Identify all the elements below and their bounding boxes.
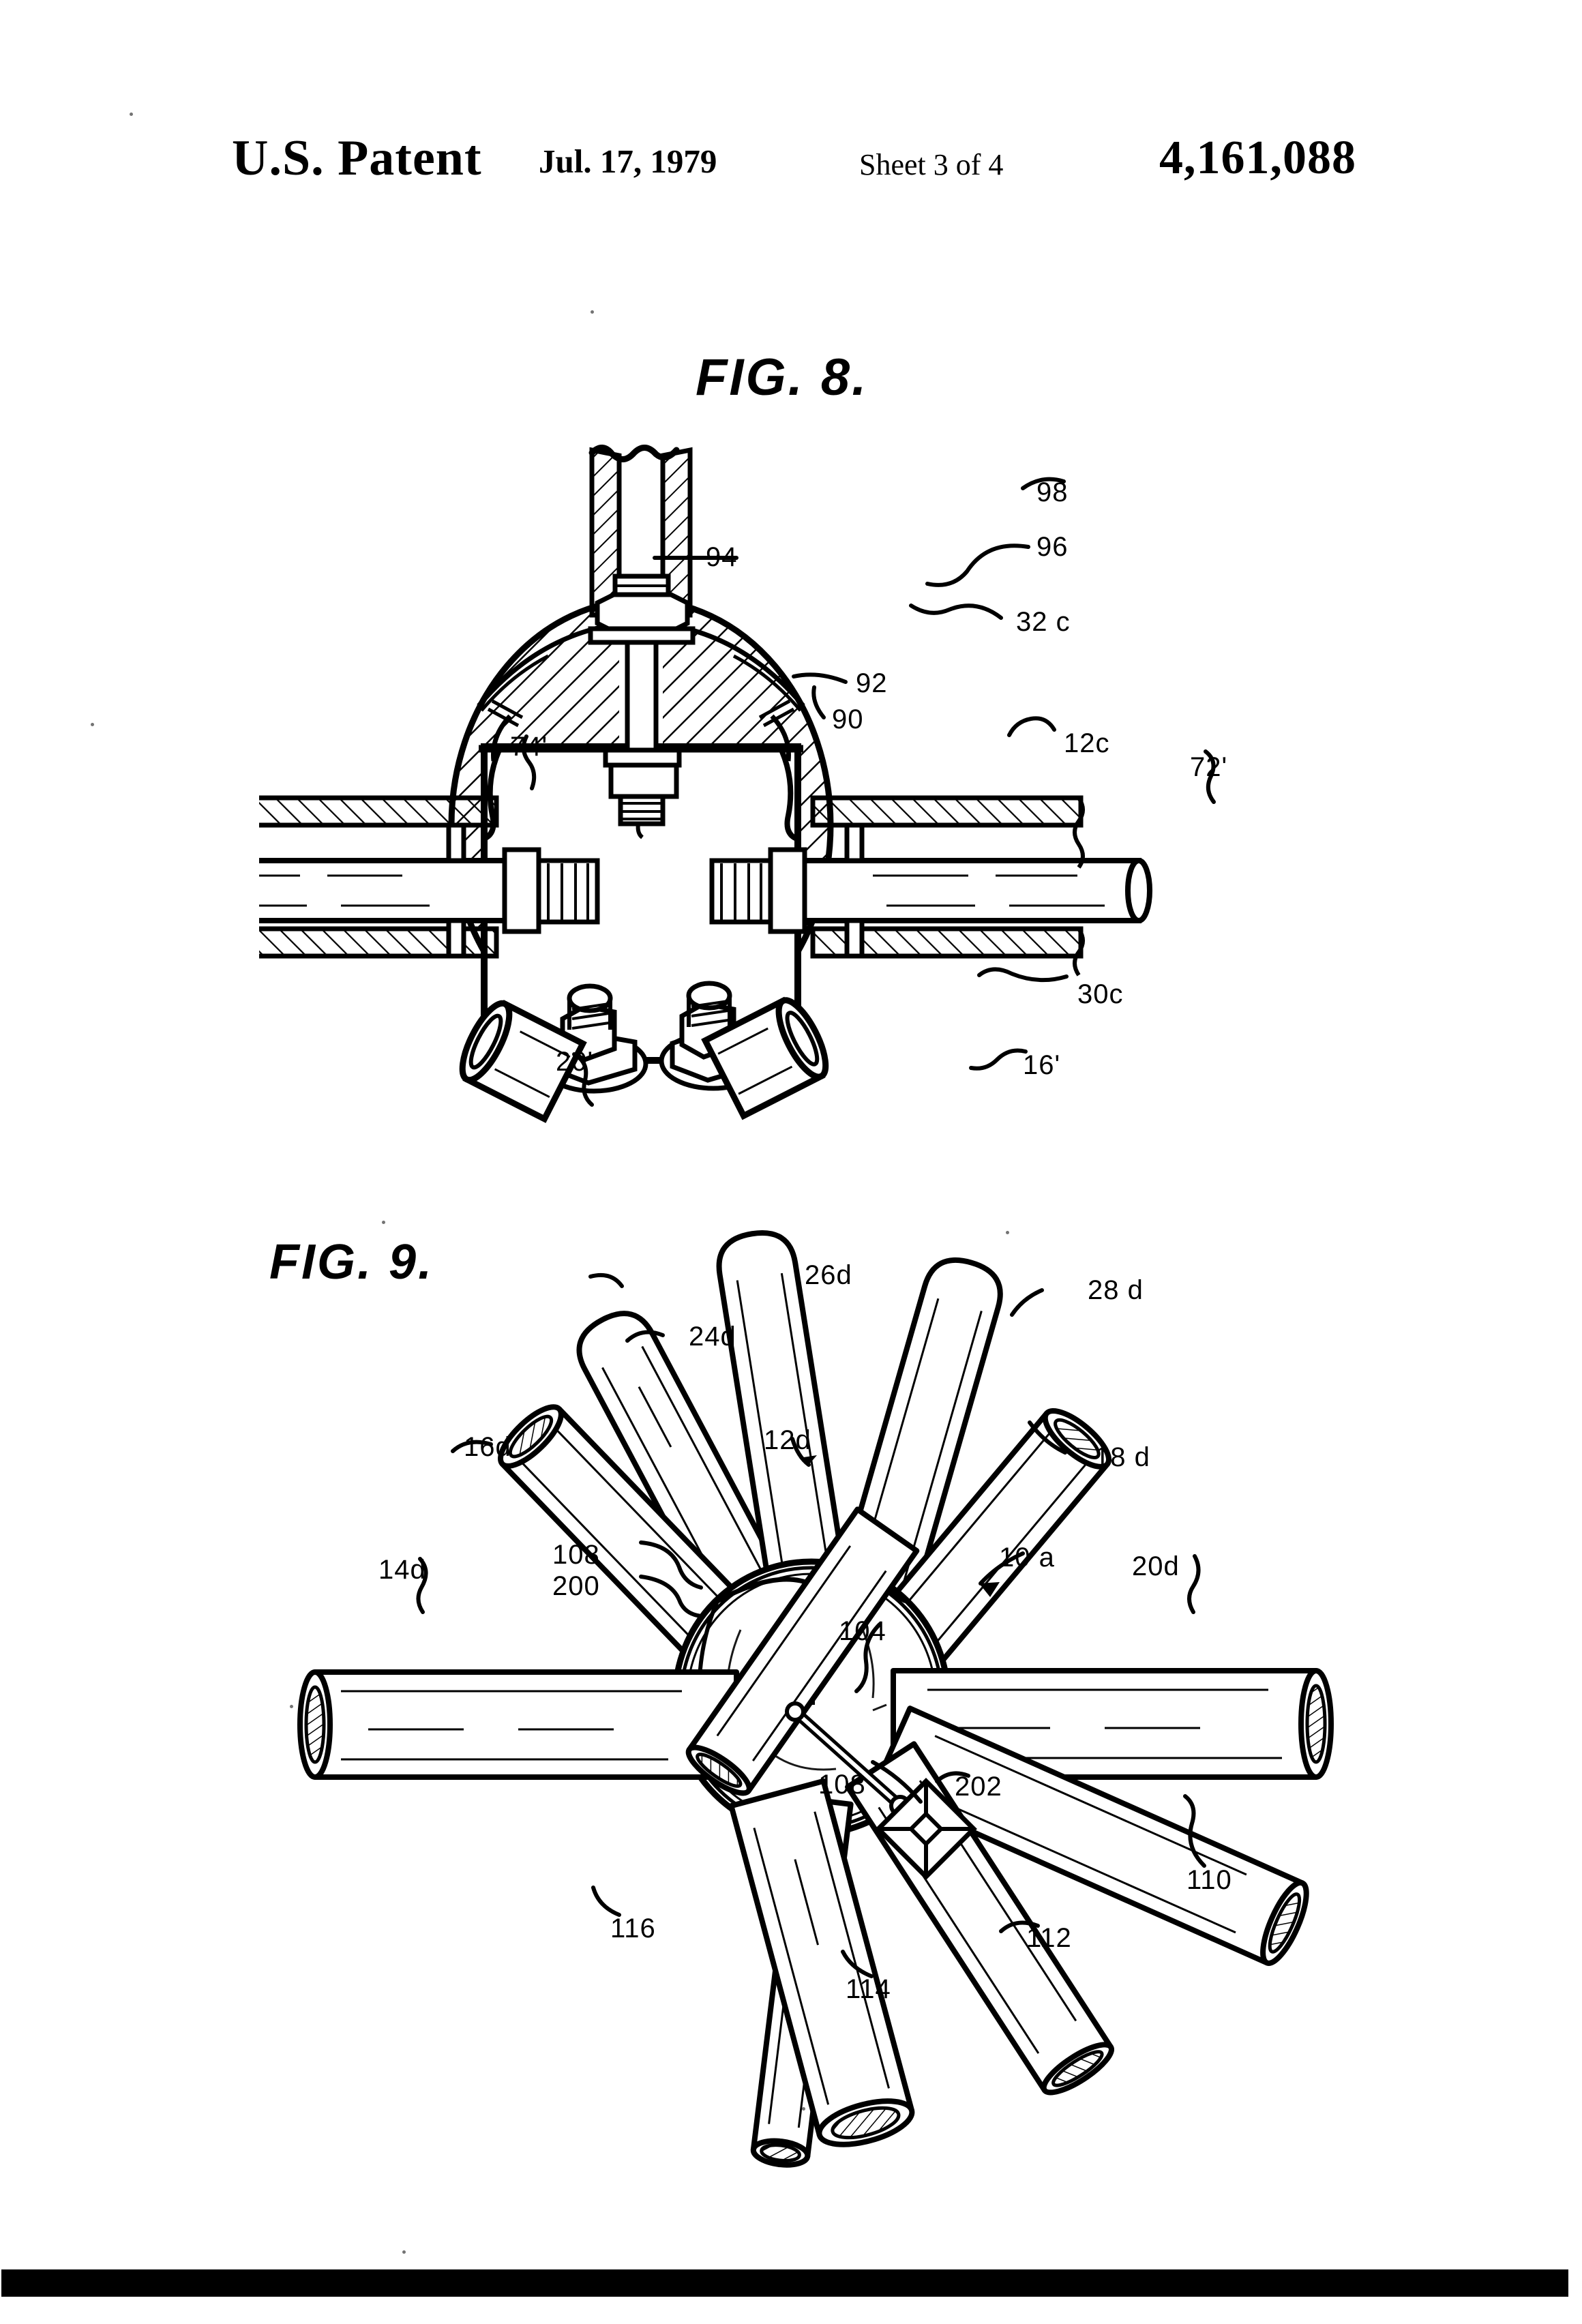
fig9-ref-116: 116 bbox=[610, 1913, 656, 1943]
patent-number: 4,161,088 bbox=[1159, 132, 1356, 184]
patent-header: U.S. Patent Jul. 17, 1979 Sheet 3 of 4 4… bbox=[0, 130, 1582, 205]
scan-speck bbox=[382, 1221, 385, 1224]
fig9-ref-18d: 18 d bbox=[1094, 1442, 1150, 1472]
scan-speck bbox=[130, 113, 133, 116]
scan-edge-bar bbox=[1, 2269, 1568, 2297]
fig9-ref-104: 104 bbox=[839, 1616, 886, 1646]
fig9-ref-26d: 26d bbox=[805, 1260, 852, 1290]
fig8-ref-32c: 32 c bbox=[1016, 607, 1071, 637]
fig8-ref-30c: 30c bbox=[1077, 979, 1124, 1009]
fig8-ref-16: 16' bbox=[1023, 1050, 1061, 1080]
fig9-ref-20d: 20d bbox=[1132, 1551, 1180, 1581]
fig9-ref-24d: 24d bbox=[689, 1322, 736, 1352]
fig9-ref-114: 114 bbox=[846, 1974, 891, 2004]
fig8-left-tube-74 bbox=[259, 795, 600, 959]
scan-speck bbox=[290, 1705, 293, 1708]
fig8-stud-assembly bbox=[588, 573, 696, 839]
patent-office-label: U.S. Patent bbox=[232, 130, 482, 186]
figure-9-drawing bbox=[297, 1230, 1334, 2168]
fig9-tubes-lower bbox=[297, 1506, 1334, 2168]
fig9-ref-10a: 10 a bbox=[999, 1543, 1055, 1573]
scan-speck bbox=[1006, 1231, 1009, 1234]
figure-8-title: FIG. 8. bbox=[696, 348, 869, 406]
fig8-ref-92: 92 bbox=[856, 668, 888, 698]
fig9-ref-28d: 28 d bbox=[1088, 1275, 1144, 1305]
fig8-ref-94: 94 bbox=[706, 542, 738, 572]
fig9-ref-12d: 12d bbox=[764, 1425, 811, 1455]
scan-speck bbox=[802, 2107, 805, 2111]
fig8-right-tube-72 bbox=[709, 795, 1152, 977]
fig9-ref-200: 200 bbox=[552, 1571, 600, 1601]
figure-9-title: FIG. 9. bbox=[269, 1235, 434, 1290]
fig9-hub-face-details bbox=[785, 1701, 977, 1880]
fig9-leader-lines bbox=[416, 1272, 1206, 1978]
sheet-number: Sheet 3 of 4 bbox=[859, 148, 1004, 181]
fig9-ref-108b: 108 bbox=[818, 1770, 866, 1800]
fig9-ref-16d: 16d bbox=[464, 1432, 511, 1462]
figure-8-drawing bbox=[259, 443, 1323, 1193]
fig8-leader-lines bbox=[521, 477, 1216, 1107]
fig8-bottom-tubes bbox=[459, 996, 829, 1123]
fig8-ref-98: 98 bbox=[1036, 477, 1069, 507]
patent-date: Jul. 17, 1979 bbox=[539, 143, 717, 180]
fig9-ref-202: 202 bbox=[955, 1772, 1002, 1802]
fig9-ref-112: 112 bbox=[1026, 1923, 1072, 1953]
fig8-ref-90: 90 bbox=[832, 704, 864, 734]
fig8-ref-96: 96 bbox=[1036, 532, 1069, 562]
fig8-ref-12c: 12c bbox=[1064, 728, 1110, 758]
fig8-ref-72: 72' bbox=[1190, 752, 1228, 782]
fig9-ref-110: 110 bbox=[1186, 1865, 1232, 1895]
scan-speck bbox=[91, 723, 94, 726]
scan-speck bbox=[402, 2250, 406, 2254]
fig8-ref-74: 74' bbox=[510, 732, 548, 762]
fig9-ref-14d: 14d bbox=[378, 1555, 426, 1585]
scan-speck bbox=[591, 310, 594, 314]
fig8-ref-20: 20' bbox=[556, 1047, 594, 1077]
fig9-ref-108a: 108 bbox=[552, 1540, 600, 1570]
